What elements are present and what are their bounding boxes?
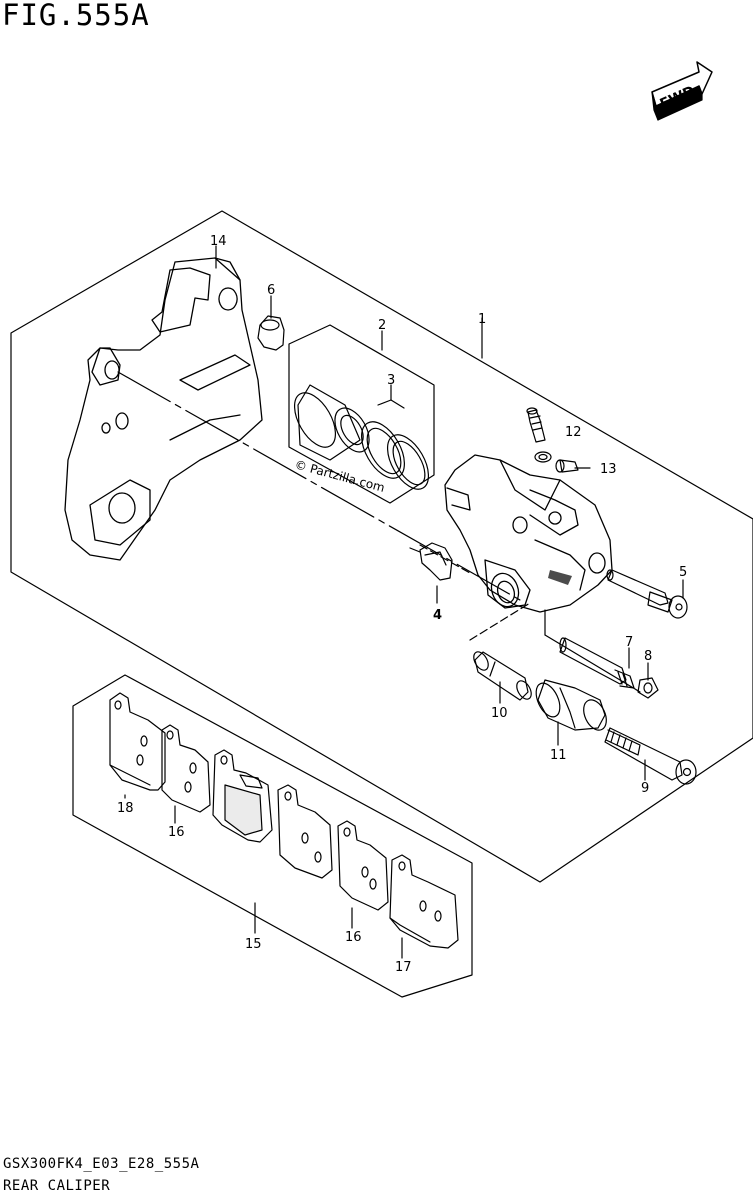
callout-4: 4 [433, 608, 442, 623]
caliper-bracket [64, 257, 263, 561]
callout-16a: 16 [168, 825, 185, 840]
slide-pin-7 [559, 637, 635, 689]
figure-title: FIG.555A [2, 0, 150, 32]
caliper-body [444, 454, 613, 613]
bleeder-screw [526, 407, 552, 463]
callout-15: 15 [245, 937, 262, 952]
callout-5: 5 [679, 565, 687, 580]
callout-11: 11 [550, 748, 567, 763]
brake-pad-shim [212, 749, 273, 843]
callout-18: 18 [117, 801, 134, 816]
callout-6: 6 [267, 283, 275, 298]
fwd-arrow-icon: FWD [651, 61, 713, 121]
callout-3: 3 [387, 373, 395, 388]
pad-spring-clip [409, 542, 453, 581]
callout-labels: 1 2 3 4 5 6 7 8 9 10 11 12 13 14 15 16 1… [117, 234, 687, 975]
caliper-assembly-frame [10, 210, 753, 883]
callout-16b: 16 [345, 930, 362, 945]
leader-lines [117, 245, 684, 959]
nut-8 [637, 677, 659, 699]
callout-1: 1 [478, 312, 486, 327]
brake-pad-16a [161, 724, 211, 813]
pad-set-frame [72, 674, 473, 998]
brake-pad-center [277, 784, 333, 879]
brake-pad-16b [337, 820, 389, 911]
brake-pad-18 [109, 692, 166, 791]
sleeve-10 [473, 651, 532, 701]
callout-9: 9 [641, 781, 649, 796]
callout-14: 14 [210, 234, 227, 249]
footer-name: REAR CALIPER [3, 1178, 111, 1194]
callout-7: 7 [625, 635, 633, 650]
watermark: © Partzilla.com [293, 457, 386, 494]
footer-code: GSX300FK4_E03_E28_555A [3, 1156, 200, 1172]
callout-2: 2 [378, 318, 386, 333]
mounting-bolt-9 [604, 727, 697, 785]
small-screw [555, 459, 579, 473]
callout-8: 8 [644, 649, 652, 664]
piston [293, 384, 370, 461]
bleeder-cap [257, 315, 285, 351]
boot-11 [535, 679, 607, 731]
slide-pin-bolt-5 [606, 569, 688, 619]
callout-17: 17 [395, 960, 412, 975]
callout-12: 12 [565, 425, 582, 440]
piston-seals [361, 421, 430, 490]
piston-kit-frame [288, 324, 435, 504]
callout-10: 10 [491, 706, 508, 721]
callout-13: 13 [600, 462, 617, 477]
brake-pad-17 [389, 854, 459, 949]
